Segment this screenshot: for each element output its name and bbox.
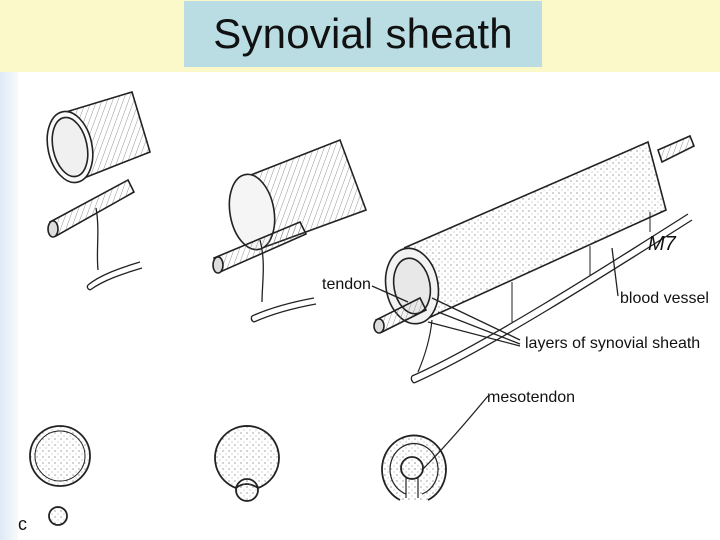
cross-section-2: [214, 425, 280, 502]
diagram-labels: tendon blood vessel layers of synovial s…: [18, 233, 709, 534]
label-tendon: tendon: [322, 276, 371, 293]
artist-signature: M7: [648, 233, 677, 255]
label-blood-vessel: blood vessel: [620, 290, 709, 307]
slide-title: Synovial sheath: [213, 10, 513, 57]
stage-3-illustration: [373, 134, 696, 384]
cross-section-1: [29, 425, 91, 526]
cross-section-3: [381, 434, 447, 501]
label-mesotendon: mesotendon: [487, 389, 575, 406]
synovial-sheath-diagram: tendon blood vessel layers of synovial s…: [18, 91, 709, 534]
title-box: Synovial sheath: [184, 1, 542, 67]
leader-lines: [371, 247, 619, 471]
panel-letter: c: [18, 514, 27, 534]
stage-2-illustration: [212, 138, 368, 323]
stage-1-illustration: [46, 91, 151, 291]
scan-edge-strip: [0, 72, 18, 540]
label-layers-of-synovial-sheath: layers of synovial sheath: [525, 335, 700, 352]
